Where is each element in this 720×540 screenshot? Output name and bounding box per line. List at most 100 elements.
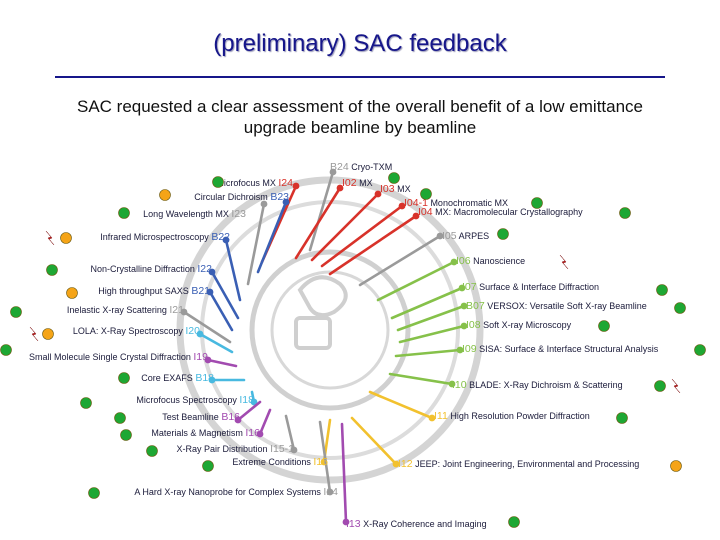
status-marker-green-i13 xyxy=(508,516,520,528)
status-marker-green-b18 xyxy=(118,372,130,384)
beamline-spoke-b07 xyxy=(396,304,466,332)
slide-title: (preliminary) SAC feedback xyxy=(213,30,507,57)
beamline-end-dot-i21 xyxy=(180,308,188,316)
beamline-name-i04: MX: Macromolecular Crystallography xyxy=(433,207,584,217)
beamline-name-i16: Materials & Magnetism xyxy=(151,428,245,438)
beamline-spoke-b21 xyxy=(208,290,234,332)
beamline-spoke-i08 xyxy=(398,324,466,344)
beamline-name-i08: Soft X-ray Microscopy xyxy=(481,320,572,330)
beamline-code-i14: I14 xyxy=(323,486,338,498)
beamline-label-i22: Non-Crystalline Diffraction I22 xyxy=(91,263,213,275)
beamline-spoke-b22 xyxy=(224,238,242,302)
beamline-code-i08: I08 xyxy=(466,319,481,331)
beamline-code-i13: I13 xyxy=(346,518,361,530)
beamline-name-i07: Surface & Interface Diffraction xyxy=(477,282,599,292)
status-marker-orange-i12 xyxy=(670,460,682,472)
beamline-code-i06: I06 xyxy=(456,255,471,267)
beamline-name-i13: X-Ray Coherence and Imaging xyxy=(361,519,487,529)
beamline-end-dot-b18 xyxy=(208,376,216,384)
beamline-spoke-i06 xyxy=(376,260,456,302)
status-marker-orange-b21 xyxy=(66,287,78,299)
status-marker-green-i23 xyxy=(118,207,130,219)
beamline-end-dot-b23 xyxy=(282,198,290,206)
status-marker-orange-b23 xyxy=(159,189,171,201)
beamline-name-i12: JEEP: Joint Engineering, Environmental a… xyxy=(413,459,640,469)
beamline-end-dot-i24 xyxy=(292,182,300,190)
beamline-code-i12: I12 xyxy=(398,458,413,470)
beamline-name-i22: Non-Crystalline Diffraction xyxy=(91,264,198,274)
beamline-end-dot-i15-1 xyxy=(290,446,298,454)
beamline-label-i10: I10 BLADE: X-Ray Dichroism & Scattering xyxy=(452,379,623,391)
beamline-name-i04-1: Monochromatic MX xyxy=(428,198,508,208)
status-marker-green-i16 xyxy=(120,429,132,441)
beamline-label-b07: B07 VERSOX: Versatile Soft X-ray Beamlin… xyxy=(466,300,647,312)
beamline-label-i02: I02 MX xyxy=(342,177,373,189)
beamline-end-dot-i10 xyxy=(448,380,456,388)
beamline-label-i06: I06 Nanoscience xyxy=(456,255,525,267)
title-underline xyxy=(55,76,665,78)
beamline-end-dot-i02 xyxy=(336,184,344,192)
beamline-name-b24: Cryo-TXM xyxy=(349,162,393,172)
beamline-spoke-i16 xyxy=(258,408,272,436)
beamline-spoke-i03 xyxy=(310,192,380,262)
status-marker-green-i18 xyxy=(80,397,92,409)
beamline-code-b07: B07 xyxy=(466,300,485,312)
beamline-end-dot-b16 xyxy=(234,416,242,424)
status-marker-green-i14 xyxy=(88,487,100,499)
beamline-spoke-i22 xyxy=(210,270,240,320)
beamline-label-i14: A Hard X-ray Nanoprobe for Complex Syste… xyxy=(134,486,338,498)
status-marker-green-i21 xyxy=(10,306,22,318)
beamline-label-i07: I07 Surface & Interface Diffraction xyxy=(462,281,599,293)
beamline-end-dot-i05 xyxy=(436,232,444,240)
status-marker-green-i08 xyxy=(598,320,610,332)
beamline-label-i03: I03 MX xyxy=(380,183,411,195)
beamline-spokes xyxy=(180,168,468,526)
beamline-label-i05: I05 ARPES xyxy=(442,230,489,242)
beamline-label-b16: Test Beamline B16 xyxy=(162,411,240,423)
beamline-name-i02: MX xyxy=(357,178,373,188)
beamline-code-i18: I18 xyxy=(239,394,254,406)
beamline-name-i14: A Hard X-ray Nanoprobe for Complex Syste… xyxy=(134,487,323,497)
beamline-end-dot-i12 xyxy=(392,460,400,468)
status-marker-green-i22 xyxy=(46,264,58,276)
beamline-label-i12: I12 JEEP: Joint Engineering, Environment… xyxy=(398,458,639,470)
beamline-code-i21: I21 xyxy=(169,304,184,316)
injector xyxy=(297,275,348,318)
status-marker-green-i04 xyxy=(619,207,631,219)
beamline-code-i23: I23 xyxy=(231,208,246,220)
beamline-name-i19: Small Molecule Single Crystal Diffractio… xyxy=(29,352,193,362)
booster-ring xyxy=(249,249,411,411)
beamline-end-dot-i22 xyxy=(208,268,216,276)
red-flag-icon-i10 xyxy=(671,378,681,394)
beamline-code-i19: I19 xyxy=(193,351,208,363)
beamline-name-i10: BLADE: X-Ray Dichroism & Scattering xyxy=(467,380,623,390)
status-marker-orange-b22 xyxy=(60,232,72,244)
beamline-code-i11: I11 xyxy=(434,410,448,422)
beamline-spoke-i11 xyxy=(368,390,434,420)
beamline-end-dot-b22 xyxy=(222,236,230,244)
beamline-label-i21: Inelastic X-ray Scattering I21 xyxy=(67,304,184,316)
beamline-label-b23: Circular Dichroism B23 xyxy=(194,191,289,203)
status-marker-green-i07 xyxy=(656,284,668,296)
beamline-code-b21: B21 xyxy=(191,285,210,297)
beamline-label-b24: B24 Cryo-TXM xyxy=(330,161,392,173)
status-marker-green-i03 xyxy=(420,188,432,200)
beamline-name-i23: Long Wavelength MX xyxy=(143,209,231,219)
beamline-code-i05: I05 xyxy=(442,230,457,242)
beamline-end-dot-i18 xyxy=(250,398,258,406)
status-marker-green-i11 xyxy=(616,412,628,424)
beamline-end-dot-i04-1 xyxy=(398,202,406,210)
beamline-name-i06: Nanoscience xyxy=(471,256,526,266)
beamline-code-b24: B24 xyxy=(330,161,349,173)
beamline-label-i18: Microfocus Spectroscopy I18 xyxy=(136,394,254,406)
beamline-label-i20: LOLA: X-Ray Spectroscopy I20 xyxy=(73,325,200,337)
beamline-name-b16: Test Beamline xyxy=(162,412,221,422)
beamline-end-dot-i11 xyxy=(428,414,436,422)
beamline-label-i15-1: X-Ray Pair Distribution I15-1 xyxy=(177,443,295,455)
beamline-label-i23: Long Wavelength MX I23 xyxy=(143,208,246,220)
beamline-spoke-b24 xyxy=(308,170,335,252)
beamline-spoke-i15-1 xyxy=(284,414,296,452)
beamline-spoke-i09 xyxy=(394,348,462,358)
beamline-spoke-i23 xyxy=(246,202,266,286)
